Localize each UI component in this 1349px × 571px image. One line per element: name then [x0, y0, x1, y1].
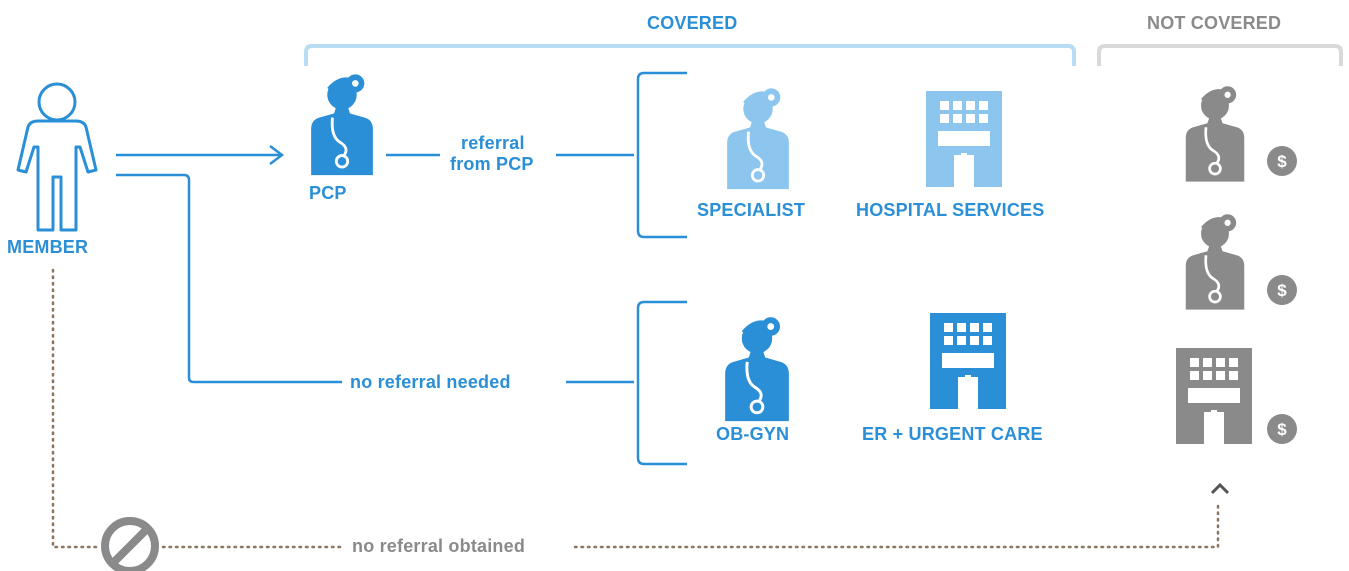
specialist-bracket	[636, 71, 687, 239]
member-label: MEMBER	[7, 237, 89, 257]
pcp-label: PCP	[309, 183, 347, 203]
no-referral-needed-label: no referral needed	[350, 372, 511, 392]
svg-text:$: $	[1277, 281, 1287, 300]
no-referral-obtained-line	[51, 268, 1220, 549]
covered-header: COVERED	[647, 13, 738, 33]
pcp-doctor-icon	[309, 72, 375, 177]
referral-label-line2: from PCP	[450, 154, 534, 174]
not-covered-bracket	[1097, 44, 1343, 66]
obgyn-bracket	[636, 300, 687, 466]
no-referral-obtained-label: no referral obtained	[352, 536, 526, 556]
referral-label-line1: referral	[461, 133, 525, 153]
member-to-pcp-arrow	[116, 145, 285, 165]
er-urgent-care-icon	[930, 313, 1006, 409]
obgyn-label: OB-GYN	[716, 424, 790, 444]
not-covered-hospital-icon	[1176, 348, 1252, 444]
not-covered-doctor-icon-1	[1184, 84, 1246, 183]
obgyn-doctor-icon	[723, 315, 791, 423]
chevron-up-icon	[1210, 482, 1230, 495]
dollar-coin-icon: $	[1267, 414, 1297, 444]
member-person-icon	[16, 82, 98, 232]
no-referral-needed-line	[116, 173, 634, 384]
svg-text:$: $	[1277, 152, 1287, 171]
svg-text:$: $	[1277, 420, 1287, 439]
covered-bracket	[304, 44, 1076, 66]
not-covered-doctor-icon-2	[1184, 212, 1246, 312]
hospital-services-label: HOSPITAL SERVICES	[856, 200, 1045, 220]
not-covered-header: NOT COVERED	[1147, 13, 1282, 33]
prohibited-icon	[101, 517, 159, 571]
specialist-doctor-icon	[725, 86, 791, 191]
hospital-services-icon	[926, 91, 1002, 187]
dollar-coin-icon: $	[1267, 275, 1297, 305]
specialist-label: SPECIALIST	[697, 200, 806, 220]
dollar-coin-icon: $	[1267, 146, 1297, 176]
er-urgent-care-label: ER + URGENT CARE	[862, 424, 1043, 444]
